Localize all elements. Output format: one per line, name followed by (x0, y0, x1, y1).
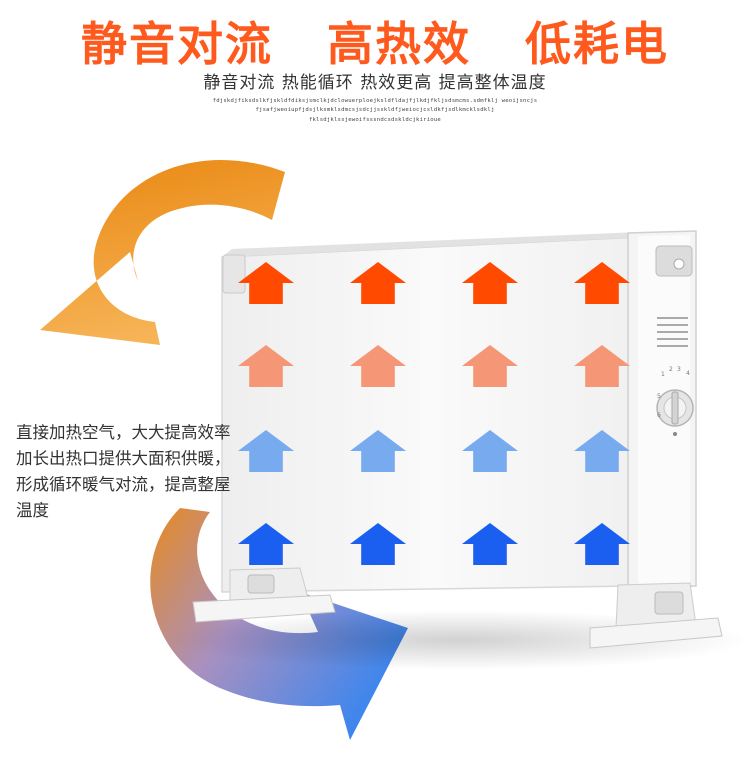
description-line: 直接加热空气，大大提高效率 (16, 423, 231, 442)
dial-mark: 1 (661, 371, 665, 378)
heat-up-arrow-icon (350, 430, 406, 472)
heat-up-arrow-icon (238, 262, 294, 304)
heater-body (221, 230, 697, 593)
vent-grille (657, 317, 688, 347)
heat-up-arrow-icon (350, 345, 406, 387)
heater-left-bracket (222, 254, 246, 294)
feature-description: 直接加热空气，大大提高效率 加长出热口提供大面积供暖， 形成循环暖气对流，提高整… (16, 420, 266, 524)
headline-title: 静音对流 高热效 低耗电 (80, 17, 670, 71)
heat-up-arrow-icon (238, 345, 294, 387)
cool-airflow-arrow-icon (150, 508, 408, 740)
fine-print-line: fdjskdjfiksdslkfjskldfdiksjsmclkjdclowue… (212, 98, 538, 104)
heat-up-arrow-icon (462, 345, 518, 387)
heat-up-arrow-icon (462, 430, 518, 472)
heat-up-arrow-icon (574, 262, 630, 304)
heat-arrow-grid (238, 262, 630, 565)
dial-mark: 4 (686, 370, 690, 377)
dial-mark: 2 (669, 366, 673, 373)
description-line: 形成循环暖气对流，提高整屋 (16, 475, 231, 494)
warm-airflow-arrow-icon (40, 159, 285, 345)
fine-print-line: fklsdjklssjewoifsssndcsdskldcjkirioue (308, 117, 441, 123)
heat-up-arrow-icon (462, 262, 518, 304)
heat-up-arrow-icon (238, 523, 294, 565)
heat-up-arrow-icon (462, 523, 518, 565)
temperature-dial[interactable]: 1 2 3 4 5 6 (656, 366, 694, 436)
description-line: 加长出热口提供大面积供暖， (16, 449, 231, 468)
handle-slot (655, 245, 693, 277)
heat-up-arrow-icon (238, 430, 294, 472)
dial-knob[interactable] (671, 391, 679, 425)
heat-up-arrow-icon (574, 430, 630, 472)
heater-shadow (170, 610, 750, 670)
heat-up-arrow-icon (350, 523, 406, 565)
heater-left-foot (192, 567, 336, 623)
dial-mark: 5 (657, 393, 661, 400)
heater-right-foot (589, 582, 723, 649)
description-line: 温度 (16, 501, 49, 520)
dial-mark: 3 (677, 366, 681, 373)
dial-mark: 6 (657, 412, 661, 419)
heat-up-arrow-icon (350, 262, 406, 304)
heat-up-arrow-icon (574, 523, 630, 565)
heat-up-arrow-icon (574, 345, 630, 387)
headline-subtitle: 静音对流 热能循环 热效更高 提高整体温度 (203, 73, 547, 93)
fine-print-line: fjsafjweoiupfjdsjlksmklsdmcsjsdcjjsskldf… (255, 107, 495, 113)
